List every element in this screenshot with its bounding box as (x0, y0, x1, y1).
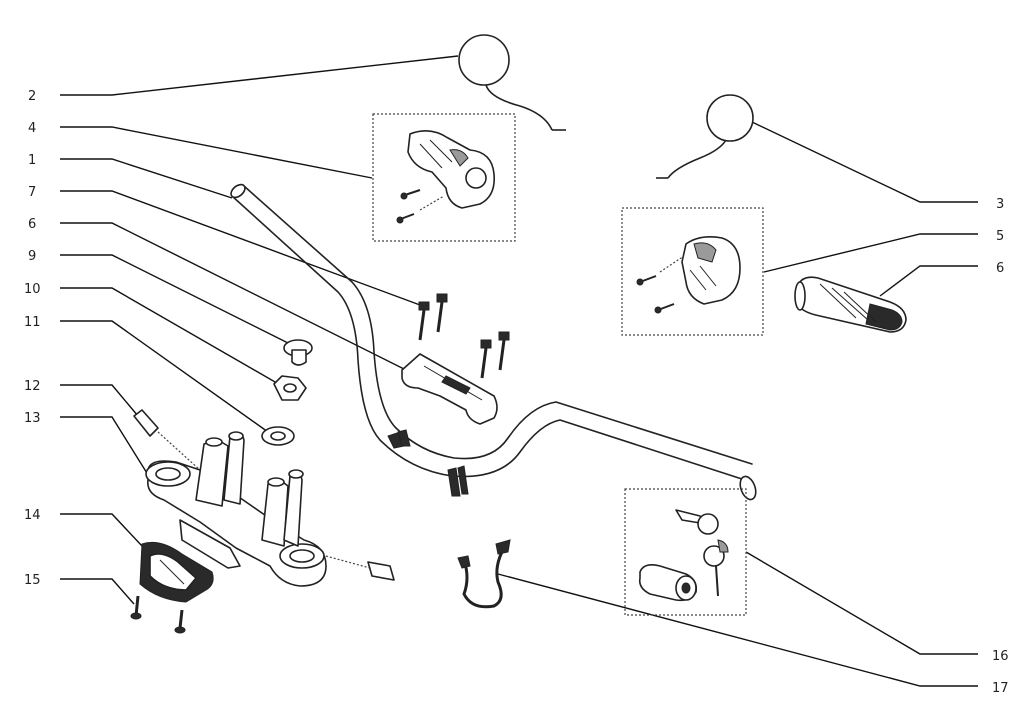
leader-16 (745, 551, 978, 655)
part-cap-nut (283, 339, 313, 366)
part-clamp (401, 353, 498, 425)
callout-11: 11 (24, 315, 41, 330)
callout-13: 13 (24, 411, 41, 426)
part-lock-set (624, 488, 747, 616)
part-left-mirror (458, 34, 566, 131)
leader-13 (60, 416, 151, 479)
leader-14 (60, 513, 143, 547)
leader-3 (751, 121, 978, 203)
leader-lines-right (497, 121, 978, 687)
leader-4 (60, 126, 373, 179)
callout-14: 14 (24, 508, 41, 523)
callout-6-left: 6 (28, 217, 36, 232)
callout-5: 5 (996, 229, 1004, 244)
leader-12 (60, 384, 139, 417)
callout-7: 7 (28, 185, 36, 200)
part-bolts (418, 293, 510, 379)
callout-10: 10 (24, 282, 41, 297)
callout-15: 15 (24, 573, 41, 588)
leader-7 (60, 190, 421, 306)
callout-9: 9 (28, 249, 36, 264)
part-pinch-bolt (133, 409, 201, 471)
leader-lines-left (60, 55, 459, 605)
part-clip (457, 539, 511, 609)
callout-12: 12 (24, 379, 41, 394)
leader-11 (60, 320, 269, 433)
callout-16: 16 (992, 649, 1009, 664)
leader-6-right (879, 265, 978, 297)
part-right-switch (621, 207, 764, 336)
part-triple-clamp (145, 431, 395, 587)
leader-15 (60, 578, 135, 605)
leader-10 (60, 287, 283, 387)
callout-17: 17 (992, 681, 1009, 696)
part-washer (261, 426, 295, 446)
callout-1: 1 (28, 153, 36, 168)
leader-9 (60, 254, 293, 346)
callout-4: 4 (28, 121, 36, 136)
part-nut (273, 375, 307, 401)
callout-6-right: 6 (996, 261, 1004, 276)
part-right-mirror (656, 94, 754, 179)
leader-17 (497, 573, 978, 687)
callout-2: 2 (28, 89, 36, 104)
part-left-switch (372, 113, 516, 242)
leader-5 (763, 233, 978, 273)
part-handlebar (230, 183, 757, 501)
part-screws (130, 595, 186, 634)
leader-1 (60, 158, 233, 199)
callout-3: 3 (996, 197, 1004, 212)
leader-2 (60, 55, 459, 96)
part-right-grip (794, 276, 907, 333)
part-cover (139, 541, 214, 603)
leader-6-left (60, 222, 411, 373)
